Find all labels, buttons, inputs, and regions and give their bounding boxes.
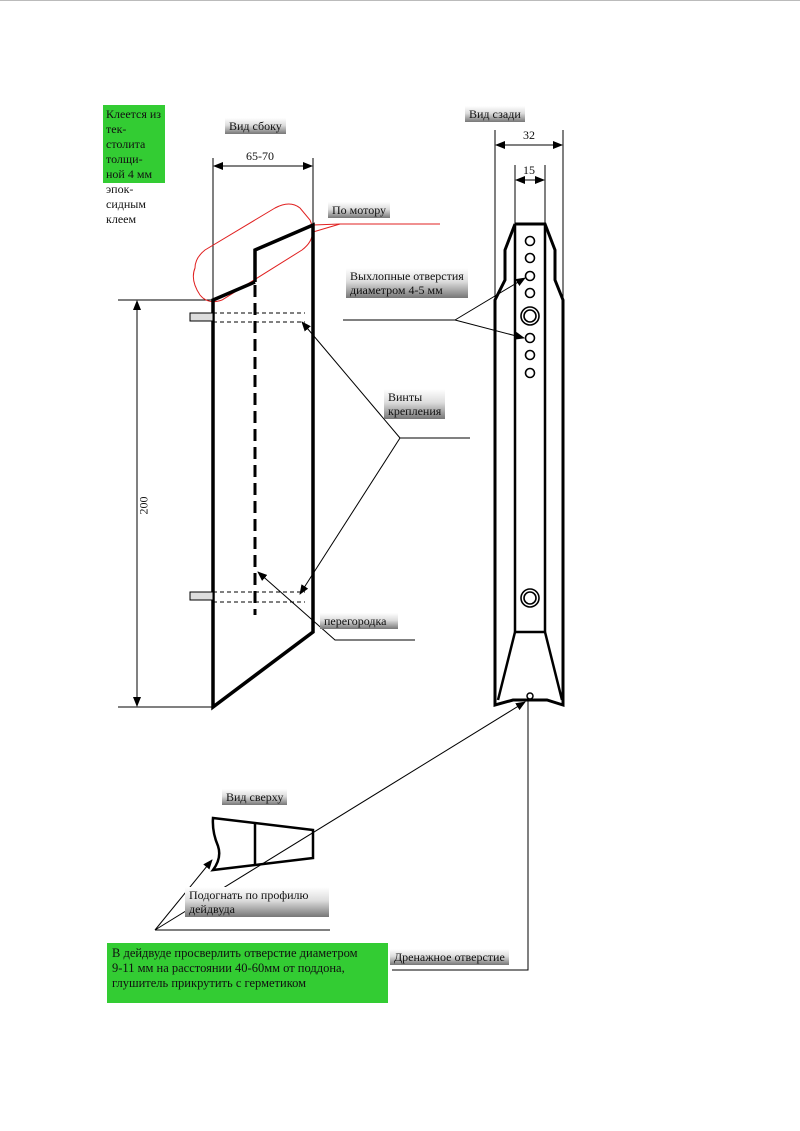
- glue-note: Клеется из тек- столита толщи- ной 4 мм …: [103, 105, 165, 226]
- channel-width-value: 15: [523, 163, 535, 177]
- height-dimension: [118, 299, 213, 708]
- exhaust-label-line: Выхлопные отверстия: [350, 269, 464, 283]
- side-view-label: Вид сбоку: [225, 118, 286, 134]
- drill-note: В дейдвуде просверлить отверстие диаметр…: [107, 943, 388, 1003]
- drill-note-line: 9-11 мм на расстоянии 40-60мм от поддона…: [112, 961, 345, 975]
- exhaust-label-line: диаметром 4-5 мм: [350, 283, 443, 297]
- back-width-value: 32: [523, 128, 535, 142]
- screw-bottom: [189, 591, 214, 601]
- top-view-label: Вид сверху: [222, 789, 288, 805]
- drill-note-line: В дейдвуде просверлить отверстие диаметр…: [112, 946, 358, 960]
- top-view: [210, 816, 315, 872]
- glue-note-line: столита толщи-: [106, 137, 146, 166]
- back-width-dimension: [494, 130, 564, 300]
- glue-note-line: сидным клеем: [106, 197, 146, 226]
- back-view: [493, 222, 565, 708]
- screws-leader: [299, 321, 470, 595]
- motor-leader: [312, 223, 440, 226]
- screws-label-line: крепления: [388, 404, 442, 418]
- screws-label: Винты крепления: [384, 389, 446, 419]
- drain-leader: [392, 700, 529, 971]
- glue-note-line: ной 4 мм эпок-: [106, 167, 153, 196]
- fit-label-line: дейдвуда: [189, 902, 235, 916]
- page-border: [0, 0, 800, 1]
- exhaust-holes: [520, 235, 540, 608]
- drain-label: Дренажное отверстие: [390, 949, 509, 965]
- height-value: 200: [136, 496, 151, 515]
- fit-label: Подогнать по профилю дейдвуда: [185, 887, 329, 917]
- back-view-label: Вид сзади: [465, 106, 525, 122]
- fit-label-line: Подогнать по профилю: [189, 888, 309, 902]
- side-width-value: 65-70: [246, 149, 274, 163]
- side-width-dimension: [212, 158, 314, 300]
- glue-note-line: Клеется из тек-: [106, 107, 162, 136]
- side-view: [189, 222, 315, 711]
- drill-note-line: глушитель прикрутить с герметиком: [112, 976, 307, 990]
- motor-highlight: [192, 203, 314, 303]
- partition-label: перегородка: [320, 613, 399, 629]
- exhaust-leader: [343, 277, 526, 340]
- screws-label-line: Винты: [388, 390, 423, 404]
- drain-hole: [526, 692, 534, 700]
- motor-label: По мотору: [328, 202, 391, 218]
- exhaust-label: Выхлопные отверстия диаметром 4-5 мм: [346, 268, 468, 298]
- screw-top: [189, 312, 214, 322]
- partition-leader: [257, 571, 415, 641]
